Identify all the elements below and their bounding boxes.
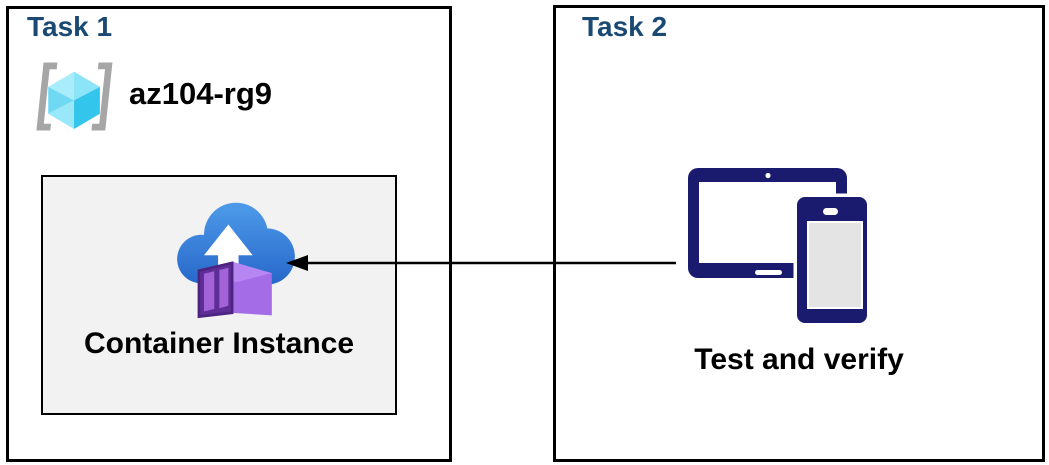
task1-title: Task 1 bbox=[27, 11, 113, 42]
phone-shape bbox=[793, 193, 871, 327]
upload-arrow bbox=[204, 224, 253, 274]
tablet-camera-dot bbox=[765, 172, 771, 179]
phone-screen bbox=[807, 221, 863, 309]
resource-group-brackets bbox=[36, 62, 113, 131]
tablet-and-phone-icon bbox=[688, 168, 871, 327]
container-instance-cloud-upload-icon bbox=[177, 202, 295, 319]
container-instance-label: Container Instance bbox=[83, 327, 355, 360]
container-shape bbox=[197, 261, 272, 319]
resource-group-name: az104-rg9 bbox=[129, 76, 273, 111]
test-and-verify-label: Test and verify bbox=[694, 343, 904, 376]
task2-title: Task 2 bbox=[582, 11, 668, 42]
phone-speaker bbox=[823, 208, 838, 215]
resource-group-icon bbox=[36, 62, 113, 131]
tablet-home-button bbox=[755, 270, 782, 275]
arrowhead-left bbox=[286, 255, 308, 271]
left-arrow-connector bbox=[286, 255, 676, 271]
resource-group-cube bbox=[48, 71, 100, 130]
